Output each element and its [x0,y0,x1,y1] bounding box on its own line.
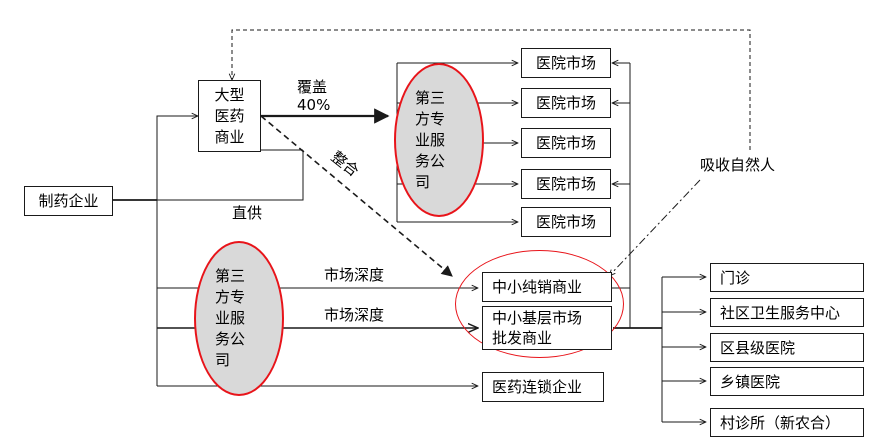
terminal-box: 村诊所（新农合） [710,408,864,437]
third-party-top-label: 第三 方专 业服 务公 司 [415,88,446,191]
sme-pure-sales-box: 中小纯销商业 [482,272,612,302]
line-absorb-top [232,29,751,150]
hospital-market-box: 医院市场 [521,48,611,78]
direct-supply-label: 直供 [232,204,263,222]
line-absorb-arrow [609,179,701,276]
hospital-market-box: 医院市场 [521,128,611,158]
terminal-box: 门诊 [710,263,864,292]
third-party-bottom-label: 第三 方专 业服 务公 司 [215,267,246,369]
pharma-company-box: 制药企业 [24,186,113,216]
market-depth-label: 市场深度 [324,266,385,284]
sme-highlight-ring [455,250,624,358]
pharmacy-chain-box: 医药连锁企业 [482,372,604,402]
hospital-market-box: 医院市场 [521,88,611,118]
market-depth-label: 市场深度 [324,306,385,324]
big-distributor-box: 大型 医药 商业 [198,80,261,152]
absorb-label: 吸收自然人 [700,156,776,174]
line-integration [260,115,453,277]
hospital-market-box: 医院市场 [521,207,611,237]
hospital-market-box: 医院市场 [521,169,611,199]
line-bus-to-distributor [156,116,198,200]
line-direct-supply [113,150,304,201]
sme-wholesale-box: 中小基层市场 批发商业 [482,306,612,350]
terminal-box: 乡镇医院 [710,367,864,396]
third-party-service-bottom: 第三 方专 业服 务公 司 [194,241,284,396]
coverage-label: 覆盖 40% [297,78,331,114]
third-party-service-top: 第三 方专 业服 务公 司 [394,63,484,217]
terminal-box: 社区卫生服务中心 [710,298,864,327]
terminal-box: 区县级医院 [710,333,864,362]
